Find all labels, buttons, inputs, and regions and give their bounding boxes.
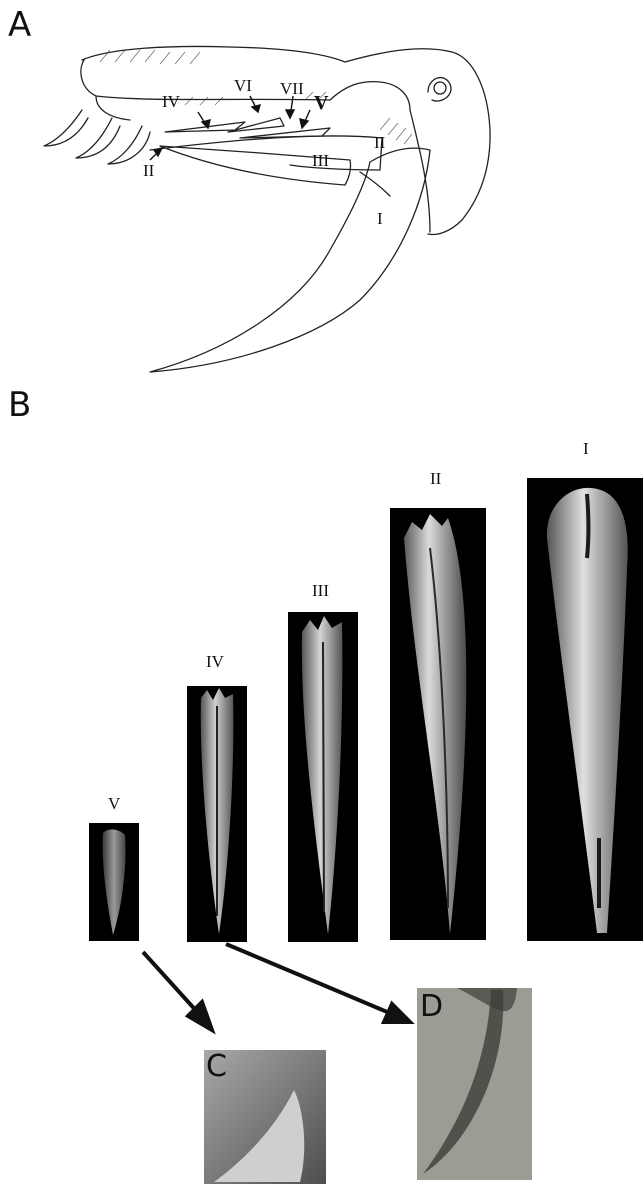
sem-label-I: I — [583, 440, 589, 457]
drawing-label-VII: VII — [280, 80, 304, 97]
sem-label-V: V — [108, 795, 120, 812]
drawing-label-VI: VI — [234, 77, 252, 94]
palatine-tooth-3 — [108, 126, 150, 164]
drawing-label-V: V — [314, 93, 328, 113]
drawing-label-II-upper: II — [374, 134, 385, 151]
snake-head-drawing — [0, 0, 643, 380]
palatine-tooth-2 — [76, 118, 120, 158]
sem-fang-II — [390, 508, 486, 940]
drawing-label-I: I — [377, 210, 383, 227]
replacement-fang-VI — [228, 118, 284, 132]
sem-label-II: II — [430, 470, 441, 487]
sem-fang-V — [89, 823, 139, 941]
palatine-tooth-1 — [44, 110, 88, 146]
panel-b-letter: B — [8, 388, 31, 422]
drawing-label-III: III — [312, 152, 329, 169]
drawing-label-II-lower: II — [143, 162, 154, 179]
drawing-label-IV: IV — [162, 93, 180, 110]
sem-label-III: III — [312, 582, 329, 599]
sem-label-IV: IV — [206, 653, 224, 670]
functional-fang-I — [150, 148, 430, 372]
sem-fang-IV — [187, 686, 247, 942]
panel-c-letter: C — [206, 1052, 227, 1082]
eye-socket — [428, 78, 451, 101]
panel-d-letter: D — [420, 992, 443, 1022]
sem-fang-III — [288, 612, 358, 942]
sem-fang-I — [527, 478, 643, 941]
